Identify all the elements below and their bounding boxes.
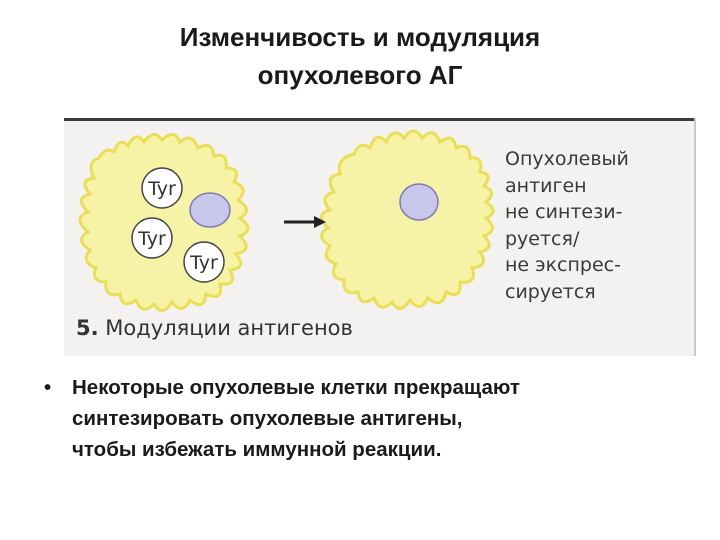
- tumor-cell-right: [320, 129, 495, 310]
- bullet-dot-icon: •: [44, 376, 52, 399]
- antigen-tyr-1: Tyr: [141, 167, 183, 209]
- side-text-line-1: Опухолевый: [505, 148, 629, 170]
- bullet-line-3: чтобы избежать иммунной реакции.: [72, 438, 442, 461]
- bullet-line-2: синтезировать опухолевые антигены,: [72, 407, 463, 430]
- bullet-line-1: Некоторые опухолевые клетки прекращают: [72, 376, 520, 399]
- antigen-tyr-2: Tyr: [131, 217, 173, 259]
- arrow-icon: [284, 216, 326, 228]
- antigen-tyr-3: Tyr: [183, 241, 225, 283]
- antigen-tyr-2-label: Tyr: [137, 228, 166, 250]
- figure-drawing: Tyr Tyr Tyr: [78, 129, 495, 312]
- figure-caption: 5. Модуляции антигенов: [76, 316, 353, 340]
- slide-title: Изменчивость и модуляция опухолевого АГ: [0, 18, 720, 94]
- side-text-line-5: не экспрес-: [505, 254, 621, 276]
- antigen-tyr-3-label: Tyr: [189, 252, 218, 274]
- nucleus-right: [399, 183, 439, 221]
- figure-side-text: Опухолевый антиген не синтези- руется/ н…: [505, 146, 629, 305]
- side-text-line-4: руется/: [505, 227, 580, 250]
- figure-right-border: [694, 118, 696, 356]
- figure-top-border: [64, 118, 696, 121]
- bullet-text: Некоторые опухолевые клетки прекращают с…: [72, 372, 712, 465]
- title-line-2: опухолевого АГ: [257, 60, 463, 90]
- antigen-tyr-1-label: Tyr: [147, 178, 176, 200]
- antigen-modulation-figure: Tyr Tyr Tyr 5. Модуляции антигенов Опухо…: [64, 118, 696, 356]
- figure-caption-text: Модуляции антигенов: [105, 316, 353, 340]
- figure-caption-number: 5.: [76, 316, 99, 340]
- title-line-1: Изменчивость и модуляция: [179, 22, 541, 52]
- nucleus-left: [189, 192, 231, 228]
- side-text-line-2: антиген: [505, 174, 587, 197]
- side-text-line-3: не синтези-: [505, 201, 623, 223]
- side-text-line-6: сируется: [505, 280, 596, 303]
